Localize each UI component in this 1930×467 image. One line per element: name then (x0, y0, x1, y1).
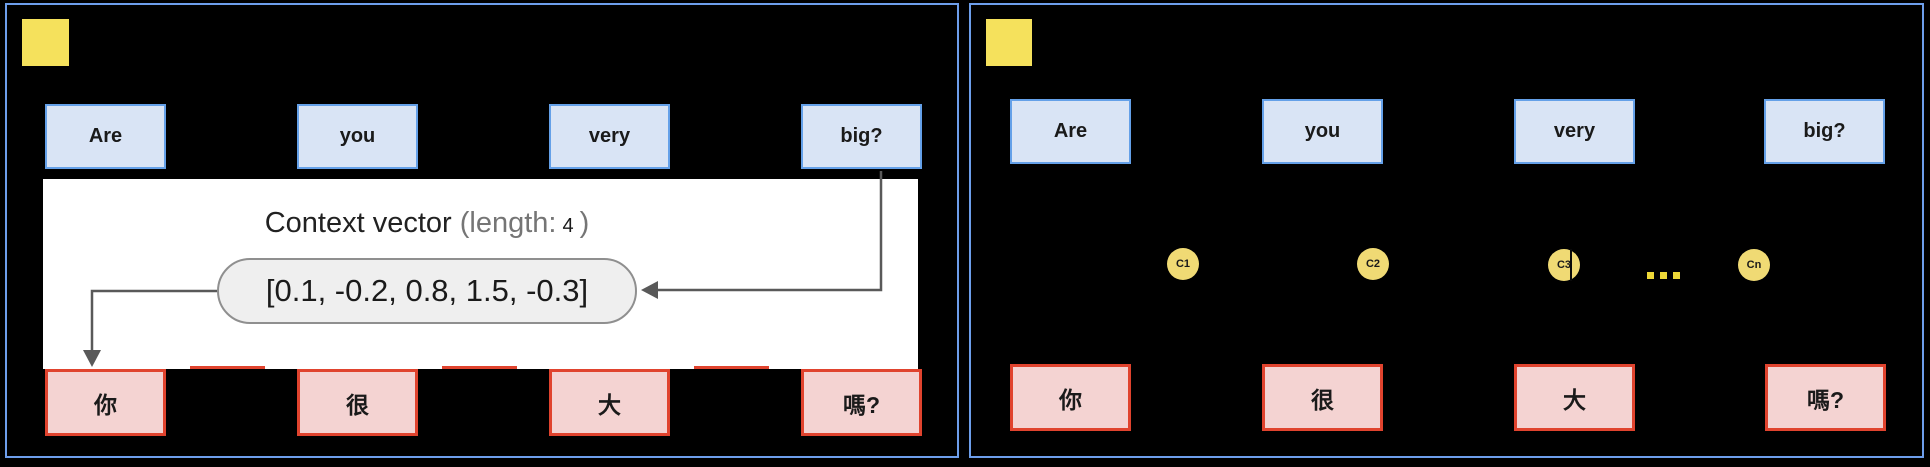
yellow-marker-square (22, 19, 69, 66)
context-node-label: C2 (1365, 258, 1381, 270)
context-title-main: Context vector (264, 207, 452, 239)
context-node-label: Cn (1746, 259, 1762, 271)
ellipsis-dot (1673, 272, 1680, 279)
word-label: you (339, 125, 376, 147)
hidden-box-edge-dash (694, 366, 769, 369)
word-box-you: you (1262, 99, 1383, 164)
context-vector-title: Context vector (length:4) (217, 207, 637, 240)
context-length-close: ) (579, 207, 590, 239)
word-box-you: you (297, 104, 418, 169)
word-label: very (588, 125, 631, 147)
word-box-are: Are (1010, 99, 1131, 164)
yellow-marker-square (986, 19, 1032, 66)
context-node-c3: C3 (1548, 249, 1580, 281)
word-box-ma: 嗎? (801, 369, 922, 436)
context-length-value: 4 (562, 215, 574, 237)
word-label: 你 (1059, 386, 1082, 413)
context-node-c1: C1 (1167, 248, 1199, 280)
context-length-open: (length: (459, 207, 557, 239)
word-box-very: very (1514, 99, 1635, 164)
word-label: very (1553, 120, 1596, 142)
ellipsis-icon (1647, 272, 1681, 279)
word-box-da: 大 (1514, 364, 1635, 431)
hidden-box-edge-dash (442, 366, 517, 369)
hidden-box-edge-dash (190, 366, 265, 369)
word-box-hen: 很 (1262, 364, 1383, 431)
word-box-big: big? (801, 104, 922, 169)
word-box-big: big? (1764, 99, 1885, 164)
word-label: big? (1803, 120, 1846, 142)
context-node-label: C1 (1175, 258, 1191, 270)
context-node-cn: Cn (1738, 249, 1770, 281)
word-label: 嗎? (842, 391, 881, 418)
word-box-ni: 你 (45, 369, 166, 436)
word-label: 大 (1563, 386, 1586, 413)
word-label: you (1304, 120, 1341, 142)
context-node-label: C3 (1556, 259, 1572, 271)
word-label: 嗎? (1806, 386, 1845, 413)
word-label: 很 (346, 391, 369, 418)
word-box-are: Are (45, 104, 166, 169)
ellipsis-dot (1660, 272, 1667, 279)
context-node-c2: C2 (1357, 248, 1389, 280)
word-label: 大 (598, 391, 621, 418)
word-box-da: 大 (549, 369, 670, 436)
word-box-ni: 你 (1010, 364, 1131, 431)
word-label: 你 (94, 391, 117, 418)
word-label: 很 (1311, 386, 1334, 413)
word-box-very: very (549, 104, 670, 169)
word-label: Are (88, 125, 123, 147)
word-box-ma: 嗎? (1765, 364, 1886, 431)
ellipsis-dot (1647, 272, 1654, 279)
context-vector-pill: [0.1, -0.2, 0.8, 1.5, -0.3] (217, 258, 637, 324)
context-vector-values: [0.1, -0.2, 0.8, 1.5, -0.3] (265, 273, 589, 308)
word-box-hen: 很 (297, 369, 418, 436)
word-label: big? (840, 125, 883, 147)
text-cursor-caret (1570, 249, 1572, 281)
word-label: Are (1053, 120, 1088, 142)
